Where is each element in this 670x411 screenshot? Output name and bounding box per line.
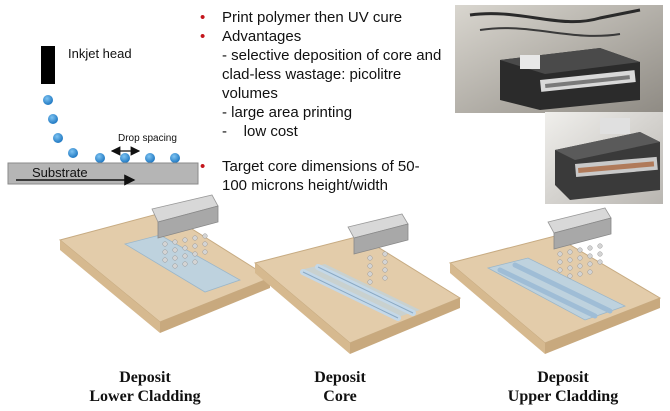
caption-line: Upper Cladding: [507, 388, 619, 405]
inkjet-head-label: Inkjet head: [68, 46, 132, 61]
deposited-drops: [95, 153, 180, 163]
step-lower-cladding: [58, 194, 272, 333]
bullet-item: • Print polymer then UV cure: [198, 8, 460, 27]
drop: [68, 148, 78, 158]
substrate-label: Substrate: [32, 165, 88, 180]
caption-core: Deposit Core: [285, 368, 395, 406]
drop: [170, 153, 180, 163]
bullet-item: • Advantages: [198, 27, 460, 46]
drop: [145, 153, 155, 163]
bullet-dot-icon: •: [200, 158, 206, 175]
bullet-text: Advantages: [222, 28, 302, 45]
caption-lower-cladding: Deposit Lower Cladding: [60, 368, 230, 406]
printhead-photo-bottom: [545, 112, 663, 204]
inkjet-head-shape: [41, 46, 55, 84]
caption-upper-cladding: Deposit Upper Cladding: [478, 368, 648, 406]
printhead-photo-top: [455, 5, 663, 113]
caption-line: Deposit: [119, 369, 171, 386]
bullet-dot-icon: •: [200, 28, 206, 45]
sub-bullet: - low cost: [222, 123, 298, 140]
drop: [48, 114, 58, 124]
bullet-item: • Target core dimensions of 50-100 micro…: [198, 157, 442, 195]
step-core: [253, 213, 462, 354]
bullet-text: Target core dimensions of 50-100 microns…: [222, 158, 420, 194]
drop: [120, 153, 130, 163]
caption-line: Deposit: [537, 369, 589, 386]
drop-spacing-label: Drop spacing: [118, 133, 177, 144]
inkjet-schematic: [7, 46, 199, 186]
sub-bullet: - large area printing: [222, 104, 353, 121]
bullet-text: Print polymer then UV cure: [222, 9, 403, 26]
bullet-dot-icon: •: [200, 9, 206, 26]
falling-drops: [43, 95, 78, 158]
sub-bullet: - selective deposition of core and clad-…: [222, 47, 442, 102]
drop: [53, 133, 63, 143]
drop: [95, 153, 105, 163]
substrate-bar: [7, 162, 199, 185]
caption-line: Lower Cladding: [89, 388, 201, 405]
caption-line: Core: [323, 388, 357, 405]
drop: [43, 95, 53, 105]
caption-line: Deposit: [314, 369, 366, 386]
step-upper-cladding: [448, 207, 662, 354]
bullet-list: • Print polymer then UV cure • Advantage…: [198, 8, 460, 195]
